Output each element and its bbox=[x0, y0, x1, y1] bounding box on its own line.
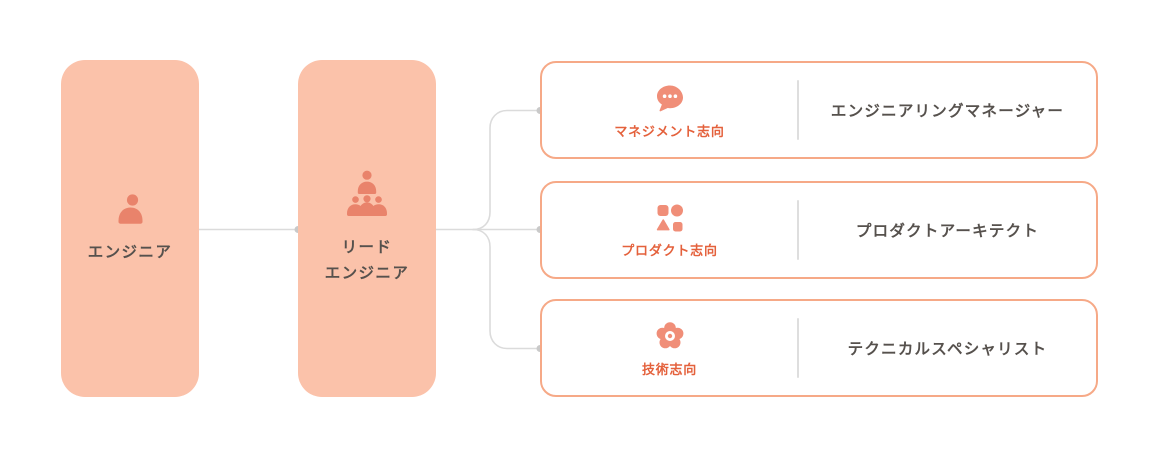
branch-card-technical-right: テクニカルスペシャリスト bbox=[799, 301, 1096, 395]
node-lead-engineer: リード エンジニア bbox=[298, 60, 436, 397]
node-lead-engineer-label: リード エンジニア bbox=[325, 235, 409, 286]
node-engineer-label: エンジニア bbox=[87, 244, 173, 262]
node-lead-engineer-label-line2: エンジニア bbox=[324, 265, 410, 282]
connector-branch-bottom bbox=[472, 228, 541, 350]
node-engineer: エンジニア bbox=[61, 60, 199, 397]
orientation-label-technical: 技術志向 bbox=[641, 362, 698, 377]
shapes-icon bbox=[655, 203, 685, 233]
team-icon bbox=[343, 170, 391, 222]
node-lead-engineer-label-line1: リード bbox=[341, 239, 393, 257]
role-engineering-manager: エンジニアリングマネージャー bbox=[830, 103, 1065, 120]
branch-card-product-left: プロダクト志向 bbox=[542, 183, 797, 277]
vertical-divider bbox=[797, 200, 799, 260]
gear-icon bbox=[654, 320, 686, 352]
branch-card-product-right: プロダクトアーキテクト bbox=[799, 183, 1096, 277]
vertical-divider bbox=[797, 318, 799, 378]
role-product-architect: プロダクトアーキテクト bbox=[855, 223, 1040, 240]
speech-bubble-icon bbox=[654, 82, 686, 114]
vertical-divider bbox=[797, 80, 799, 140]
branch-card-management-right: エンジニアリングマネージャー bbox=[799, 63, 1096, 157]
orientation-label-product: プロダクト志向 bbox=[621, 243, 718, 258]
role-technical-specialist: テクニカルスペシャリスト bbox=[847, 341, 1048, 358]
branch-card-technical-left: 技術志向 bbox=[542, 301, 797, 395]
orientation-label-management: マネジメント志向 bbox=[614, 124, 725, 139]
connector-branch-top bbox=[472, 109, 541, 231]
person-icon bbox=[112, 191, 149, 227]
branch-card-management: マネジメント志向 エンジニアリングマネージャー bbox=[540, 61, 1098, 159]
branch-card-product: プロダクト志向 プロダクトアーキテクト bbox=[540, 181, 1098, 279]
branch-card-management-left: マネジメント志向 bbox=[542, 63, 797, 157]
branch-card-technical: 技術志向 テクニカルスペシャリスト bbox=[540, 299, 1098, 397]
